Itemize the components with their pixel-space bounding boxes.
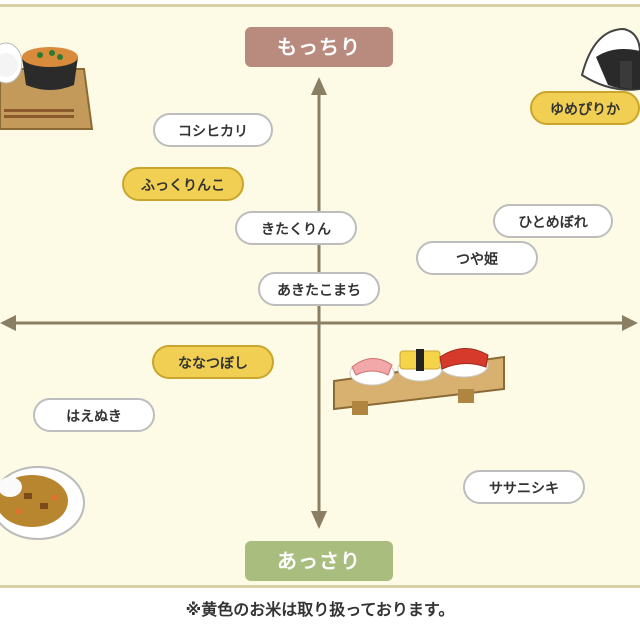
arrow-left xyxy=(0,315,16,331)
arrow-down xyxy=(311,511,327,529)
variety-nanatsuboshi: ななつぼし xyxy=(152,345,274,379)
sushi-illustration xyxy=(333,348,505,415)
arrow-up xyxy=(311,77,327,95)
variety-sasanishiki: ササニシキ xyxy=(463,470,585,504)
curry-illustration xyxy=(0,466,85,540)
axis-label-mochiri: もっちり xyxy=(245,27,393,67)
variety-koshihikari: コシヒカリ xyxy=(153,113,273,147)
variety-haenuki: はえぬき xyxy=(33,398,155,432)
onigiri-illustration xyxy=(580,27,640,91)
variety-yumepirika: ゆめぴりか xyxy=(530,91,640,125)
variety-hitomebore: ひとめぼれ xyxy=(493,204,613,238)
variety-kitakurin: きたくりん xyxy=(235,211,357,245)
arrow-right xyxy=(622,315,638,331)
axis-label-assari: あっさり xyxy=(245,541,393,581)
rice-map-board: もっちり あっさり コシヒカリ ふっくりんこ きたくりん あきたこまち ゆめぴり… xyxy=(0,4,640,588)
variety-fukkurinko: ふっくりんこ xyxy=(122,167,244,201)
footnote: ※黄色のお米は取り扱っております。 xyxy=(185,600,455,619)
meal-tray-illustration xyxy=(0,42,94,130)
variety-tsuyahime: つや姫 xyxy=(416,241,538,275)
variety-akitakomachi: あきたこまち xyxy=(258,272,380,306)
